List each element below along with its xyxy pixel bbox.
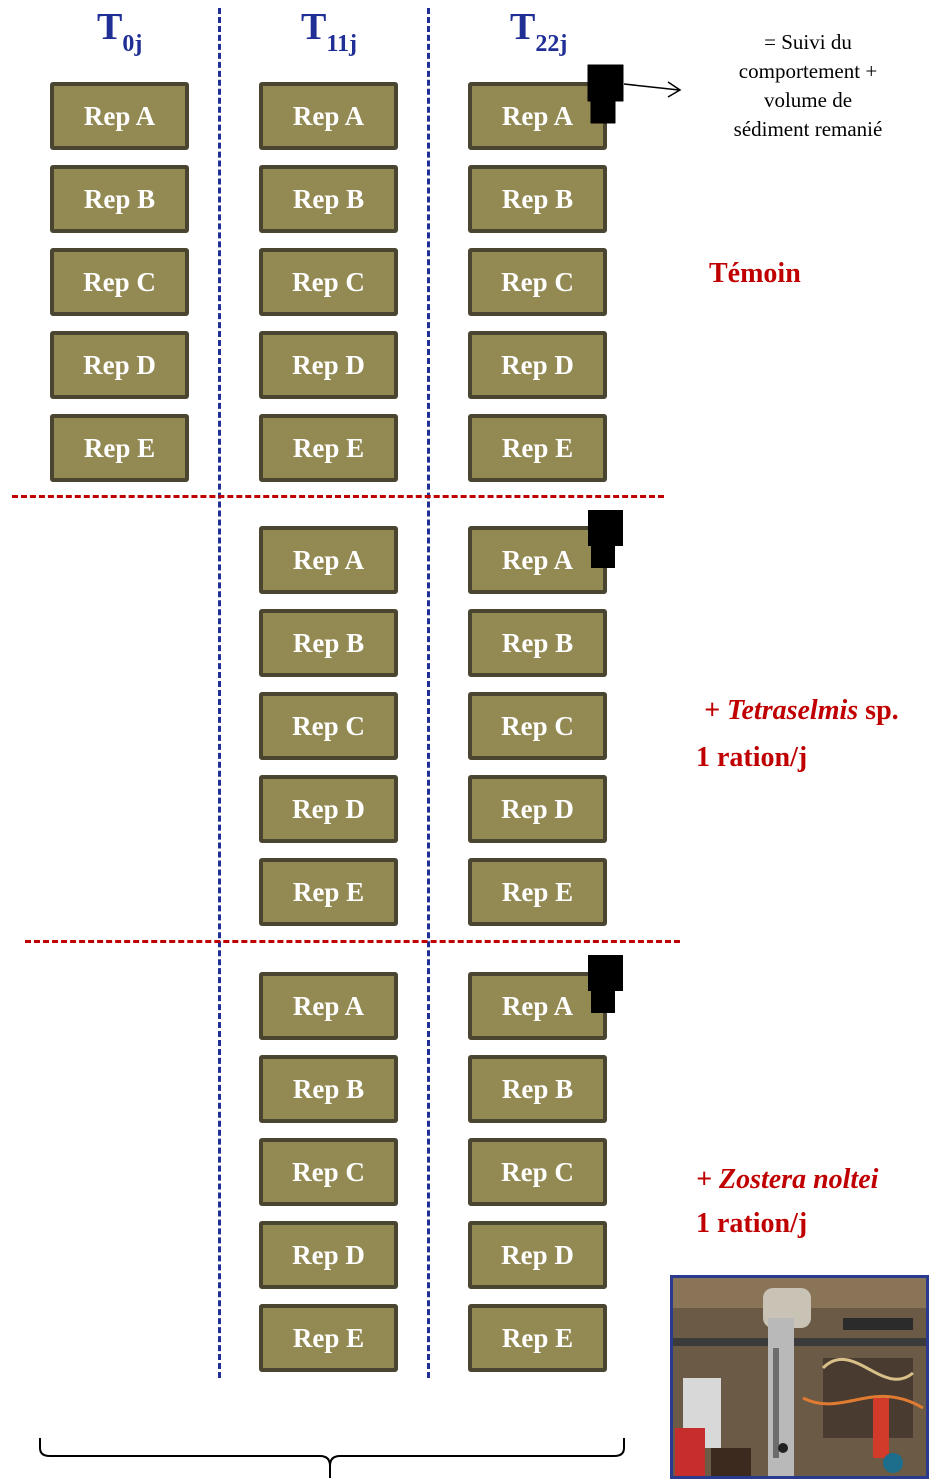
rep-box-t11-a: Rep A bbox=[259, 972, 398, 1040]
group-label-tetraselmis: + Tetraselmis sp. bbox=[704, 695, 899, 726]
rep-box-t11-c: Rep C bbox=[259, 248, 398, 316]
group-separator-1 bbox=[12, 495, 664, 498]
rep-box-t22-b: Rep B bbox=[468, 165, 607, 233]
column-header-t0: T0j bbox=[97, 6, 143, 57]
rep-box-t22-e: Rep E bbox=[468, 414, 607, 482]
rep-box-t22-c: Rep C bbox=[468, 248, 607, 316]
group-label-temoin: Témoin bbox=[709, 258, 801, 289]
rep-box-t22-c: Rep C bbox=[468, 692, 607, 760]
group-separator-2 bbox=[25, 940, 680, 943]
rep-box-t0-b: Rep B bbox=[50, 165, 189, 233]
rep-box-t0-c: Rep C bbox=[50, 248, 189, 316]
rep-box-t0-d: Rep D bbox=[50, 331, 189, 399]
apparatus-photo bbox=[670, 1275, 929, 1479]
apparatus-photo-image bbox=[673, 1278, 926, 1476]
brace-icon bbox=[39, 1438, 625, 1478]
camera-icon bbox=[588, 955, 623, 1013]
rep-box-t11-b: Rep B bbox=[259, 1055, 398, 1123]
rep-box-t22-a: Rep A bbox=[468, 526, 607, 594]
camera-legend: = Suivi du comportement + volume de sédi… bbox=[733, 30, 883, 141]
rep-box-t11-b: Rep B bbox=[259, 165, 398, 233]
rep-box-t22-d: Rep D bbox=[468, 775, 607, 843]
rep-box-t11-a: Rep A bbox=[259, 526, 398, 594]
ration-label-zostera: 1 ration/j bbox=[696, 1208, 808, 1239]
rep-box-t22-a: Rep A bbox=[468, 82, 607, 150]
rep-box-t11-e: Rep E bbox=[259, 414, 398, 482]
rep-box-t11-e: Rep E bbox=[259, 858, 398, 926]
rep-box-t22-b: Rep B bbox=[468, 1055, 607, 1123]
rep-box-t11-d: Rep D bbox=[259, 1221, 398, 1289]
rep-box-t11-c: Rep C bbox=[259, 1138, 398, 1206]
camera-icon bbox=[587, 64, 624, 124]
rep-box-t22-e: Rep E bbox=[468, 858, 607, 926]
column-header-t11: T11j bbox=[301, 6, 358, 57]
ration-label-tetraselmis: 1 ration/j bbox=[696, 742, 808, 773]
column-separator-2 bbox=[427, 8, 430, 1378]
rep-box-t0-e: Rep E bbox=[50, 414, 189, 482]
rep-box-t11-d: Rep D bbox=[259, 331, 398, 399]
rep-box-t11-d: Rep D bbox=[259, 775, 398, 843]
rep-box-t22-d: Rep D bbox=[468, 1221, 607, 1289]
rep-box-t22-c: Rep C bbox=[468, 1138, 607, 1206]
rep-box-t11-c: Rep C bbox=[259, 692, 398, 760]
group-label-zostera: + Zostera noltei bbox=[696, 1164, 879, 1195]
column-header-t22: T22j bbox=[510, 6, 568, 57]
rep-box-t0-a: Rep A bbox=[50, 82, 189, 150]
rep-box-t11-a: Rep A bbox=[259, 82, 398, 150]
rep-box-t22-e: Rep E bbox=[468, 1304, 607, 1372]
arrow-icon bbox=[624, 81, 682, 98]
rep-box-t11-b: Rep B bbox=[259, 609, 398, 677]
rep-box-t11-e: Rep E bbox=[259, 1304, 398, 1372]
rep-box-t22-b: Rep B bbox=[468, 609, 607, 677]
camera-icon bbox=[588, 510, 623, 568]
rep-box-t22-d: Rep D bbox=[468, 331, 607, 399]
column-separator-1 bbox=[218, 8, 221, 1378]
